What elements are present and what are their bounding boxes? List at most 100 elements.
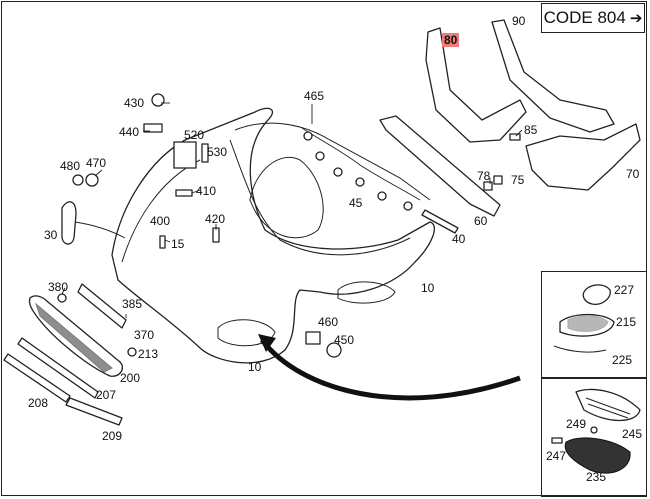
wiring-harness xyxy=(301,127,421,201)
inset-fog-lamp-box xyxy=(541,271,647,378)
clip-400 xyxy=(159,235,166,249)
trim-strip-209 xyxy=(65,397,123,426)
callout-470[interactable]: 470 xyxy=(86,156,107,170)
callout-75[interactable]: 75 xyxy=(511,173,525,187)
variant-code-box: CODE 804 ➔ xyxy=(541,3,645,33)
clip-249 xyxy=(590,426,598,434)
fog-opening-left xyxy=(217,319,276,347)
callout-480[interactable]: 480 xyxy=(60,159,81,173)
callout-465[interactable]: 465 xyxy=(304,89,325,103)
callout-420[interactable]: 420 xyxy=(205,212,226,226)
leader xyxy=(164,239,171,243)
arrow-right-icon: ➔ xyxy=(629,10,643,27)
callout-385[interactable]: 385 xyxy=(122,297,143,311)
callout-30[interactable]: 30 xyxy=(44,228,58,242)
bumper-upper-edge xyxy=(234,122,431,201)
bracket-90 xyxy=(491,19,615,133)
callout-235[interactable]: 235 xyxy=(586,470,607,484)
strip-225 xyxy=(553,345,607,353)
connector xyxy=(377,191,387,201)
bolt-410 xyxy=(175,189,193,197)
callout-60[interactable]: 60 xyxy=(474,214,488,228)
bracket-80 xyxy=(425,27,527,143)
inset-cover-box xyxy=(541,378,647,497)
screw-213 xyxy=(127,347,137,357)
callout-45[interactable]: 45 xyxy=(349,196,363,210)
callout-249[interactable]: 249 xyxy=(566,417,587,431)
callout-80-highlighted[interactable]: 80 xyxy=(442,33,460,47)
strip-40 xyxy=(421,209,459,234)
callout-450[interactable]: 450 xyxy=(334,333,355,347)
leader xyxy=(515,129,523,137)
callout-207[interactable]: 207 xyxy=(96,388,117,402)
fog-lamp-lens xyxy=(567,315,609,332)
callout-213[interactable]: 213 xyxy=(138,347,159,361)
module-520 xyxy=(173,141,197,169)
sensor-470 xyxy=(85,173,99,187)
clip-430 xyxy=(151,93,165,107)
strip-385 xyxy=(77,283,127,329)
variant-code-label: CODE 804 xyxy=(543,8,626,27)
callout-430[interactable]: 430 xyxy=(124,96,145,110)
callout-225[interactable]: 225 xyxy=(612,353,633,367)
lower-grille-mesh xyxy=(34,302,113,373)
callout-200[interactable]: 200 xyxy=(120,371,141,385)
callout-90[interactable]: 90 xyxy=(512,14,526,28)
cover-245 xyxy=(575,388,641,422)
bracket-70 xyxy=(525,123,641,191)
callout-400[interactable]: 400 xyxy=(150,214,171,228)
callout-520[interactable]: 520 xyxy=(184,128,205,142)
fog-opening-right xyxy=(337,281,396,304)
cap-450 xyxy=(326,342,342,358)
callout-530[interactable]: 530 xyxy=(207,145,228,159)
leader xyxy=(191,189,201,194)
callout-410[interactable]: 410 xyxy=(196,184,217,198)
callout-10-lower[interactable]: 10 xyxy=(248,360,262,374)
pointer-arrow-head xyxy=(258,334,276,352)
screw-380 xyxy=(57,293,67,303)
ring-480 xyxy=(72,174,84,186)
callout-247[interactable]: 247 xyxy=(546,449,567,463)
fog-lamp-215 xyxy=(559,313,615,337)
bolt-420 xyxy=(212,227,220,243)
callout-370[interactable]: 370 xyxy=(134,328,155,342)
callout-10-upper[interactable]: 10 xyxy=(421,281,435,295)
callout-15[interactable]: 15 xyxy=(171,237,185,251)
clip-78 xyxy=(483,181,493,191)
connector xyxy=(403,201,413,211)
callout-208[interactable]: 208 xyxy=(28,396,49,410)
callout-40[interactable]: 40 xyxy=(452,232,466,246)
callout-227[interactable]: 227 xyxy=(614,283,635,297)
callout-209[interactable]: 209 xyxy=(102,429,123,443)
screw-247 xyxy=(551,437,563,444)
pointer-arrow xyxy=(260,338,521,401)
carrier-60 xyxy=(379,115,501,217)
grille-235 xyxy=(564,437,631,474)
leader xyxy=(94,169,103,177)
callout-78[interactable]: 78 xyxy=(477,169,491,183)
bracket-530 xyxy=(201,143,209,163)
leader xyxy=(61,287,66,295)
cover-245-slots xyxy=(585,397,631,419)
connector xyxy=(355,177,365,187)
clip-75 xyxy=(493,175,503,185)
callout-70[interactable]: 70 xyxy=(626,167,640,181)
clip-440 xyxy=(143,123,163,133)
lower-grille xyxy=(28,295,124,377)
callout-380[interactable]: 380 xyxy=(48,280,69,294)
screw-85 xyxy=(509,133,521,141)
bumper-cover xyxy=(111,107,435,364)
callout-85[interactable]: 85 xyxy=(524,123,538,137)
callout-245[interactable]: 245 xyxy=(622,427,643,441)
callout-215[interactable]: 215 xyxy=(616,315,637,329)
trim-strip-207 xyxy=(17,337,99,399)
grille-opening xyxy=(249,156,324,239)
callout-440[interactable]: 440 xyxy=(119,125,140,139)
pointer-line xyxy=(74,221,126,239)
callout-460[interactable]: 460 xyxy=(318,315,339,329)
ring-227 xyxy=(582,284,611,305)
connector xyxy=(315,151,325,161)
side-flap xyxy=(61,201,77,245)
